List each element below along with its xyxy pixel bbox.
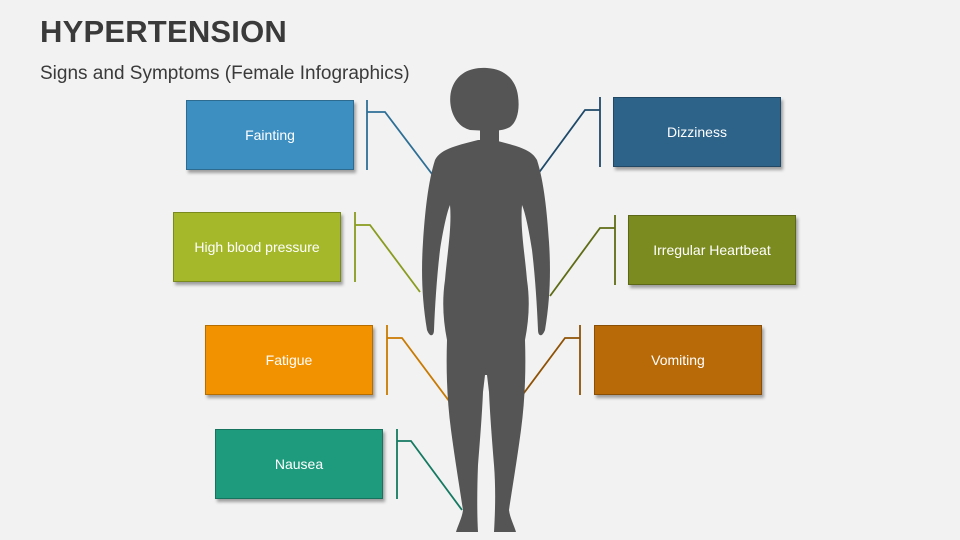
symptom-box-vomiting: Vomiting	[594, 325, 762, 395]
symptom-label: Nausea	[274, 455, 324, 472]
symptom-label: Dizziness	[667, 123, 727, 140]
symptom-box-fainting: Fainting	[186, 100, 354, 170]
female-silhouette-icon	[422, 67, 550, 532]
symptom-label: Irregular Heartbeat	[653, 241, 771, 258]
connector-dizziness	[534, 97, 601, 179]
connector-fatigue	[386, 325, 453, 406]
connector-nausea	[396, 429, 463, 511]
page-title: HYPERTENSION	[40, 14, 287, 49]
symptom-label: Vomiting	[651, 351, 705, 368]
symptom-box-nausea: Nausea	[215, 429, 383, 499]
symptom-label: High blood pressure	[194, 238, 320, 255]
symptom-label: Fatigue	[265, 351, 313, 368]
connector-vomiting	[514, 325, 581, 406]
connector-irregular-heartbeat	[549, 215, 616, 297]
connector-fainting	[366, 100, 436, 179]
symptom-box-dizziness: Dizziness	[613, 97, 781, 167]
symptom-box-high-blood-pressure: High blood pressure	[173, 212, 341, 282]
symptom-label: Fainting	[245, 126, 295, 143]
connector-high-blood-pressure	[354, 212, 421, 293]
symptom-box-fatigue: Fatigue	[205, 325, 373, 395]
symptom-box-irregular-heartbeat: Irregular Heartbeat	[628, 215, 796, 285]
page-subtitle: Signs and Symptoms (Female Infographics)	[40, 63, 410, 84]
